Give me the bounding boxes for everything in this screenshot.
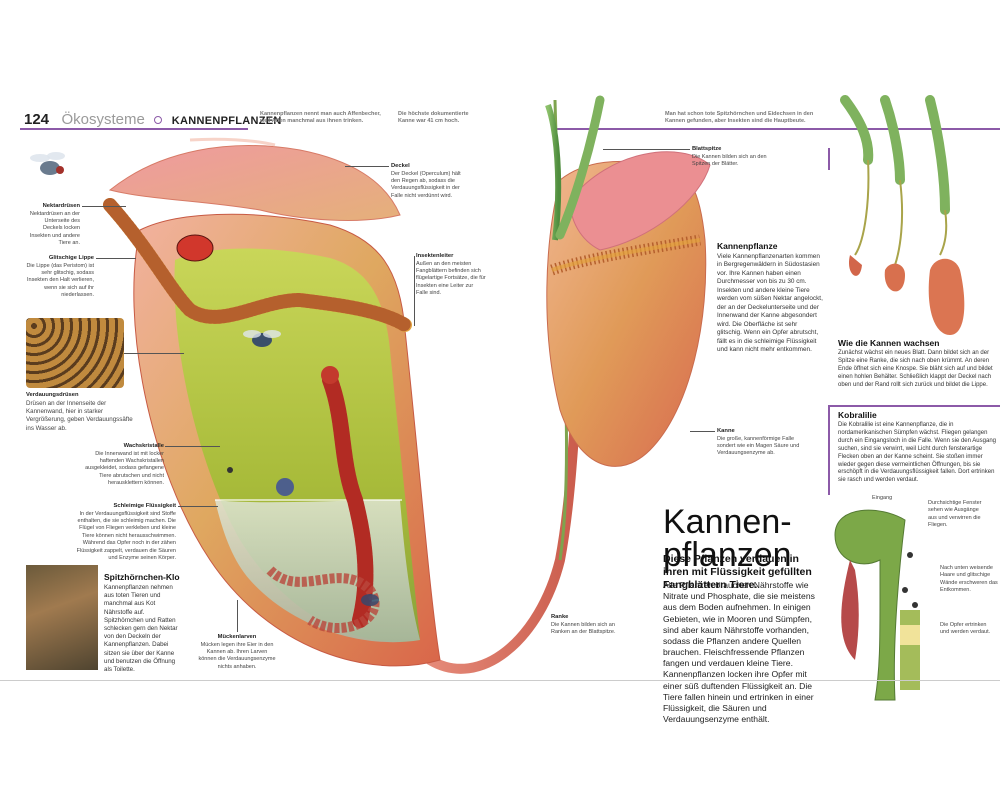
header-note-2: Die höchste dokumentierte Kanne war 41 c… <box>398 111 469 125</box>
spitzhoernchen-text: Kannenpflanzen nehmen aus toten Tieren u… <box>104 584 178 673</box>
label-title: Blattspitze <box>692 146 722 152</box>
kobralilie-side-rule <box>828 405 830 495</box>
label-title: Mückenlarven <box>217 634 257 640</box>
label-title: Wachskristalle <box>123 443 164 449</box>
wachsen-text: Zunächst wächst ein neues Blatt. Dann bi… <box>838 350 993 388</box>
leader-line <box>237 600 238 632</box>
label-text: Mücken legen ihre Eier in den Kannen ab.… <box>198 641 276 670</box>
label-title: Deckel <box>391 163 410 169</box>
label-wachskristalle: Wachskristalle Die Innenwand ist mit loc… <box>84 443 164 488</box>
leader-line <box>82 206 126 207</box>
cobra-lily <box>834 509 920 701</box>
label-text: Die Kannen bilden sich an den Spitzen de… <box>692 153 767 167</box>
spitzhoernchen-box: Spitzhörnchen-Klo Kannenpflanzen nehmen … <box>104 572 184 674</box>
label-text: Der Deckel (Operculum) hält den Regen ab… <box>391 170 461 199</box>
label-verdauungsdruesen: Verdauungsdrüsen Drüsen an der Innenseit… <box>26 392 138 433</box>
second-pitcher-lid <box>569 151 711 251</box>
label-title: Glitschige Lippe <box>48 255 94 261</box>
label-ranke: Ranke Die Kannen bilden sich an Ranken a… <box>551 614 621 636</box>
label-title: Kanne <box>717 428 735 434</box>
leader-line <box>603 149 690 150</box>
label-text: Nektardrüsen an der Unterseite des Decke… <box>29 210 80 247</box>
label-nektardruesen: Nektardrüsen Nektardrüsen an der Unterse… <box>28 203 80 248</box>
growth-sequence <box>840 95 965 335</box>
cobra-label-fenster: Durchsichtige Fenster sehen wie Ausgänge… <box>928 500 982 529</box>
leader-line <box>165 446 220 447</box>
label-text: Außen an den meisten Fangblättern befind… <box>416 260 486 297</box>
main-body: Alle Pflanzen brauchen Nährstoffe wie Ni… <box>663 580 815 725</box>
kannenpflanze-box: Kannenpflanze Viele Kannenpflanzenarten … <box>717 241 823 354</box>
kobralilie-box: Kobralilie Die Kobralilie ist eine Kanne… <box>838 410 998 485</box>
topic-title: KANNENPFLANZEN <box>171 115 282 127</box>
label-lippe: Glitschige Lippe Die Lippe (das Peristom… <box>26 255 94 300</box>
main-subtitle: Diese Pflanzen verdauen in ihren mit Flü… <box>663 553 812 592</box>
leader-line <box>178 506 218 507</box>
cobra-label-haare: Nach unten weisende Haare und glitschige… <box>940 565 998 594</box>
title-line-2: pflanzen <box>663 536 792 574</box>
label-title: Verdauungsdrüsen <box>26 392 79 398</box>
spider <box>276 478 294 496</box>
cobra-label-eingang: Eingang <box>872 495 893 501</box>
spitzhoernchen-title: Spitzhörnchen-Klo <box>104 572 180 582</box>
beetle <box>176 234 214 262</box>
gland-inset-image <box>26 318 124 388</box>
label-insektenleiter: Insektenleiter Außen an den meisten Fang… <box>416 253 486 298</box>
section-title: Ökosysteme <box>61 111 145 128</box>
label-text: Die Innenwand ist mit locker haftenden W… <box>85 450 164 487</box>
label-deckel: Deckel Der Deckel (Operculum) hält den R… <box>391 163 461 200</box>
label-blattspitze: Blattspitze Die Kannen bilden sich an de… <box>692 146 767 168</box>
label-mueckenlarven: Mückenlarven Mücken legen ihre Eier in d… <box>198 634 276 671</box>
header-rule-right <box>552 128 1000 130</box>
leader-line <box>124 353 184 354</box>
lid <box>108 145 401 221</box>
label-kanne: Kanne Die große, kannenförmige Falle son… <box>717 428 807 458</box>
label-text: Die Lippe (das Peristom) ist sehr glitsc… <box>26 262 94 299</box>
label-text: Die Kannen bilden sich an Ranken an der … <box>551 621 616 635</box>
header-note-3: Man hat schon tote Spitzhörnchen und Eid… <box>665 111 814 125</box>
column-rule <box>828 148 830 170</box>
leader-line <box>414 256 415 326</box>
title-line-1: Kannen- <box>663 503 792 541</box>
wachsen-title: Wie die Kannen wachsen <box>838 338 940 348</box>
kobralilie-text: Die Kobralilie ist eine Kannenpflanze, d… <box>838 422 996 484</box>
header-rule-left <box>20 128 248 130</box>
leader-line <box>96 258 136 259</box>
leader-line <box>690 431 715 432</box>
label-title: Schleimige Flüssigkeit <box>113 503 177 509</box>
label-text: Drüsen an der Innenseite der Kannenwand,… <box>26 399 133 432</box>
label-title: Insektenleiter <box>416 253 454 259</box>
kannenpflanze-title: Kannenpflanze <box>717 241 778 251</box>
label-title: Nektardrüsen <box>42 203 80 209</box>
kobralilie-rule <box>830 405 1000 407</box>
page-bottom-rule <box>0 680 1000 681</box>
header-note-1: Kannenpflanzen nennt man auch Affenbeche… <box>260 111 381 125</box>
fly-icon <box>30 152 65 175</box>
main-title: Kannen- pflanzen <box>663 503 792 574</box>
page-number: 124 <box>24 111 50 128</box>
treeshrew-image <box>26 565 98 670</box>
label-text: In der Verdauungsflüssigkeit sind Stoffe… <box>76 510 176 562</box>
wachsen-box: Wie die Kannen wachsen Zunächst wächst e… <box>838 338 998 390</box>
separator-dot-icon <box>154 115 163 124</box>
label-text: Die große, kannenförmige Falle sondert w… <box>717 435 800 457</box>
header-bar: 124 Ökosysteme KANNENPFLANZEN <box>24 111 282 129</box>
cobra-label-opfer: Die Opfer ertrinken und werden verdaut. <box>940 622 991 636</box>
leader-line <box>345 166 389 167</box>
label-title: Ranke <box>551 614 569 620</box>
kobralilie-title: Kobralilie <box>838 410 877 420</box>
label-fluessigkeit: Schleimige Flüssigkeit In der Verdauungs… <box>66 503 176 562</box>
kannenpflanze-text: Viele Kannenpflanzenarten kommen in Berg… <box>717 253 823 353</box>
